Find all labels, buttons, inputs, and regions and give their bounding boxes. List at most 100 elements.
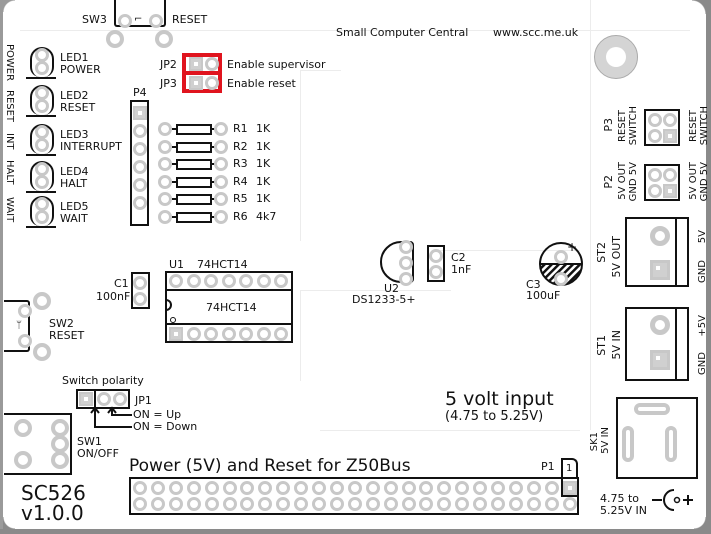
c2-pin <box>429 265 443 279</box>
st2-pin-gnd <box>650 260 670 280</box>
p1-pin <box>437 497 452 511</box>
jp1-ref: JP1 <box>135 394 152 407</box>
jp1-pin3[interactable] <box>113 392 127 406</box>
p1-pin <box>204 497 219 511</box>
resistor-pad <box>214 139 228 154</box>
resistor-pad <box>158 174 172 189</box>
led-ref: LED1 <box>60 51 89 64</box>
sw2-pad <box>18 304 32 318</box>
p1-pin <box>312 497 326 511</box>
jp2-ref: JP2 <box>160 58 177 71</box>
led-ref: LED3 <box>60 128 89 141</box>
c1-ref: C1 <box>114 277 129 290</box>
resistor-body[interactable] <box>176 211 212 223</box>
sw2-label: RESET <box>49 329 85 342</box>
jp1-header[interactable] <box>76 389 130 409</box>
p1-pin1-label: 1 <box>566 463 573 474</box>
p1-pin <box>419 497 434 511</box>
sw3-label: RESET <box>172 13 208 26</box>
jp3-pin2[interactable] <box>205 76 219 90</box>
resistor-value: 1K <box>256 122 271 135</box>
c2-value: 1nF <box>451 263 472 276</box>
resistor-pad <box>158 209 172 224</box>
resistor-ref: R5 <box>233 192 248 205</box>
sk1-spec-line2: 5.25V IN <box>600 504 647 517</box>
st2-label: 5V OUT <box>610 236 623 278</box>
st2-ref: ST2 <box>595 242 608 263</box>
pcb-trace <box>300 290 451 381</box>
st2-pin-bottom-label: GND <box>697 260 708 283</box>
input-note-range: (4.75 to 5.25V) <box>445 409 544 424</box>
resistor-body[interactable] <box>176 159 212 170</box>
st1-pin-bottom-label: GND <box>697 352 708 375</box>
jp1-on-up: ON = Up <box>133 408 182 421</box>
resistor-body[interactable] <box>176 124 212 135</box>
u2-part: DS1233-5+ <box>352 293 416 306</box>
resistor-value: 1K <box>256 139 271 153</box>
sk1-slot <box>622 426 634 462</box>
p2-label-a-right: 5V OUT <box>688 162 699 200</box>
company-name: Small Computer Central <box>336 26 469 39</box>
p2-label-b: GND 5V <box>628 162 639 202</box>
board-corner <box>692 0 706 14</box>
jp2-pin2[interactable] <box>205 57 219 71</box>
resistor-pad <box>158 122 172 136</box>
sk1-dc-jack[interactable] <box>616 397 698 479</box>
resistor-pad <box>214 209 228 224</box>
c3-ref: C3 <box>526 278 541 291</box>
led-pin <box>35 162 49 176</box>
p2-header[interactable] <box>644 164 680 201</box>
sw2-outline[interactable] <box>4 300 30 352</box>
p1-pin <box>204 481 219 495</box>
board-title: Power (5V) and Reset for Z50Bus <box>129 456 411 476</box>
resistor-body[interactable] <box>176 176 212 188</box>
p1-pin <box>240 497 255 511</box>
sw3-outline[interactable] <box>114 0 166 27</box>
p1-pin <box>294 497 309 511</box>
p1-pin <box>455 497 470 511</box>
st2-pin-top-label: 5V <box>697 230 708 244</box>
c1-outline[interactable] <box>131 272 150 309</box>
pcb-trace <box>590 0 592 430</box>
pcb-trace <box>440 250 580 261</box>
u1-pin <box>204 327 218 341</box>
p3-label-b: SWITCH <box>628 106 639 146</box>
c2-outline[interactable] <box>427 245 445 282</box>
jp3-pin1[interactable] <box>189 76 203 90</box>
resistor-lead <box>172 145 176 148</box>
jp2-pin1[interactable] <box>189 57 203 71</box>
jp1-pin1[interactable] <box>79 392 93 406</box>
input-note-title: 5 volt input <box>445 388 554 410</box>
st1-pin-5v <box>650 315 670 335</box>
resistor-body[interactable] <box>176 141 212 153</box>
p4-pin <box>133 160 147 174</box>
p1-pin <box>508 481 523 495</box>
p3-pin1 <box>663 129 677 143</box>
sw1-pad <box>14 451 32 469</box>
switch-symbol-icon: ⌐ <box>134 14 143 25</box>
led-ref: LED2 <box>60 89 89 102</box>
p1-pin <box>186 481 201 495</box>
c3-pin <box>554 250 568 264</box>
jp1-pin2[interactable] <box>97 392 111 406</box>
u2-outline[interactable] <box>380 241 414 283</box>
sw3-pad <box>118 14 132 28</box>
pcb-trace <box>300 70 341 241</box>
resistor-pad <box>158 157 172 171</box>
resistor-body[interactable] <box>176 194 212 205</box>
led-flat-edge <box>26 154 56 156</box>
u1-pin1 <box>169 327 183 341</box>
resistor-pad <box>158 139 172 154</box>
p1-pin <box>186 497 201 511</box>
side-label-int: INT <box>4 133 15 150</box>
st1-terminal-block[interactable] <box>625 307 689 381</box>
st2-terminal-block[interactable] <box>625 217 689 287</box>
sw3-ref: SW3 <box>82 13 107 26</box>
p1-pin <box>133 497 147 511</box>
resistor-lead <box>172 163 176 165</box>
u1-body <box>165 289 293 325</box>
p1-pin <box>491 497 505 511</box>
p4-header[interactable] <box>130 100 149 226</box>
p3-header[interactable] <box>644 109 680 146</box>
sw1-outline[interactable] <box>4 413 72 475</box>
